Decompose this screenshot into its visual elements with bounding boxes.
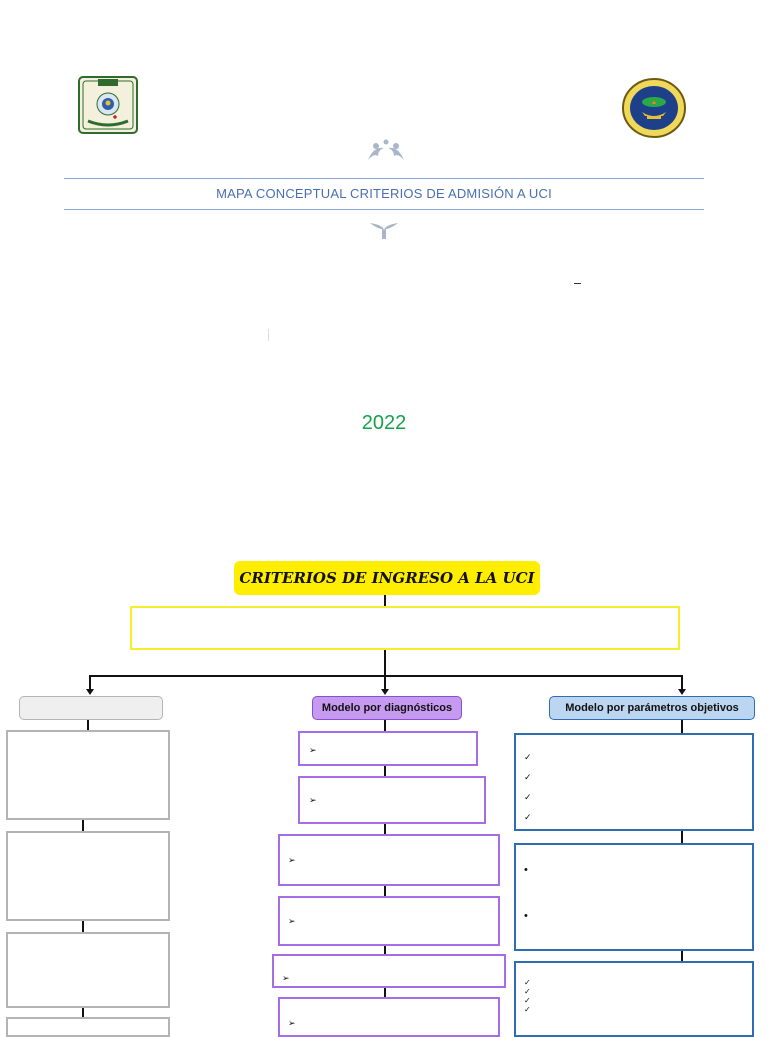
check-icon: ✓: [524, 1005, 531, 1014]
header-bottom-rule: [64, 209, 704, 210]
faint-cursor-mark: [268, 329, 269, 341]
bullet-icon: •: [524, 910, 528, 922]
check-icon: ✓: [524, 987, 531, 996]
definition-box: [130, 606, 680, 650]
connector: [87, 720, 89, 730]
connector: [384, 650, 386, 676]
arrow-down-icon: [381, 689, 389, 695]
arrow-down-icon: [678, 689, 686, 695]
connector: [681, 720, 683, 733]
diagnostic-box-3: ➢: [278, 834, 500, 886]
column-header-parametros: Modelo por parámetros objetivos: [549, 696, 755, 720]
diagnostic-box-6: ➢: [278, 997, 500, 1037]
connector: [82, 921, 84, 932]
connector: [384, 595, 386, 606]
university-logo: [78, 76, 138, 134]
arrow-bullet-icon: ➢: [288, 1018, 296, 1028]
arrow-bullet-icon: ➢: [288, 855, 296, 865]
arrow-bullet-icon: ➢: [282, 973, 290, 983]
check-icon: ✓: [524, 772, 532, 782]
left-box-2: [6, 831, 170, 921]
parameter-box-2: • •: [514, 843, 754, 951]
page-title: MAPA CONCEPTUAL CRITERIOS DE ADMISIÓN A …: [216, 186, 552, 201]
check-icon: ✓: [524, 752, 532, 762]
arrow-bullet-icon: ➢: [309, 795, 317, 805]
decorative-flourish-icon: [362, 138, 410, 164]
parameter-box-3: ✓ ✓ ✓ ✓: [514, 961, 754, 1037]
check-icon: ✓: [524, 996, 531, 1005]
branch-line: [89, 675, 683, 677]
connector: [82, 1008, 84, 1017]
check-icon: ✓: [524, 792, 532, 802]
connector: [384, 720, 386, 731]
arrow-bullet-icon: ➢: [288, 916, 296, 926]
left-box-4: [6, 1017, 170, 1037]
bullet-icon: •: [524, 864, 528, 876]
diagnostic-box-5: ➢: [272, 954, 506, 988]
connector: [82, 820, 84, 831]
connector: [384, 946, 386, 954]
map-title: CRITERIOS DE INGRESO A LA UCI: [234, 561, 540, 595]
column-header-left: [19, 696, 163, 720]
header-top-rule: [64, 178, 704, 179]
diagnostic-box-2: ➢: [298, 776, 486, 824]
check-icon: ✓: [524, 812, 532, 822]
connector: [681, 951, 683, 961]
check-icon: ✓: [524, 978, 531, 987]
school-logo: [622, 78, 686, 138]
parameter-box-1: ✓ ✓ ✓ ✓: [514, 733, 754, 831]
left-box-1: [6, 730, 170, 820]
connector: [681, 831, 683, 843]
divider-ornament-icon: [368, 220, 400, 242]
connector: [384, 676, 386, 689]
connector: [384, 988, 386, 997]
diagnostic-box-4: ➢: [278, 896, 500, 946]
year-label: 2022: [361, 412, 407, 434]
connector: [384, 824, 386, 834]
diagnostic-box-1: ➢: [298, 731, 478, 766]
connector: [681, 675, 683, 689]
column-header-diagnosticos: Modelo por diagnósticos: [312, 696, 462, 720]
arrow-down-icon: [86, 689, 94, 695]
connector: [89, 675, 91, 689]
connector: [384, 886, 386, 896]
small-dash: [574, 283, 581, 284]
left-box-3: [6, 932, 170, 1008]
arrow-bullet-icon: ➢: [309, 745, 317, 755]
connector: [384, 766, 386, 776]
